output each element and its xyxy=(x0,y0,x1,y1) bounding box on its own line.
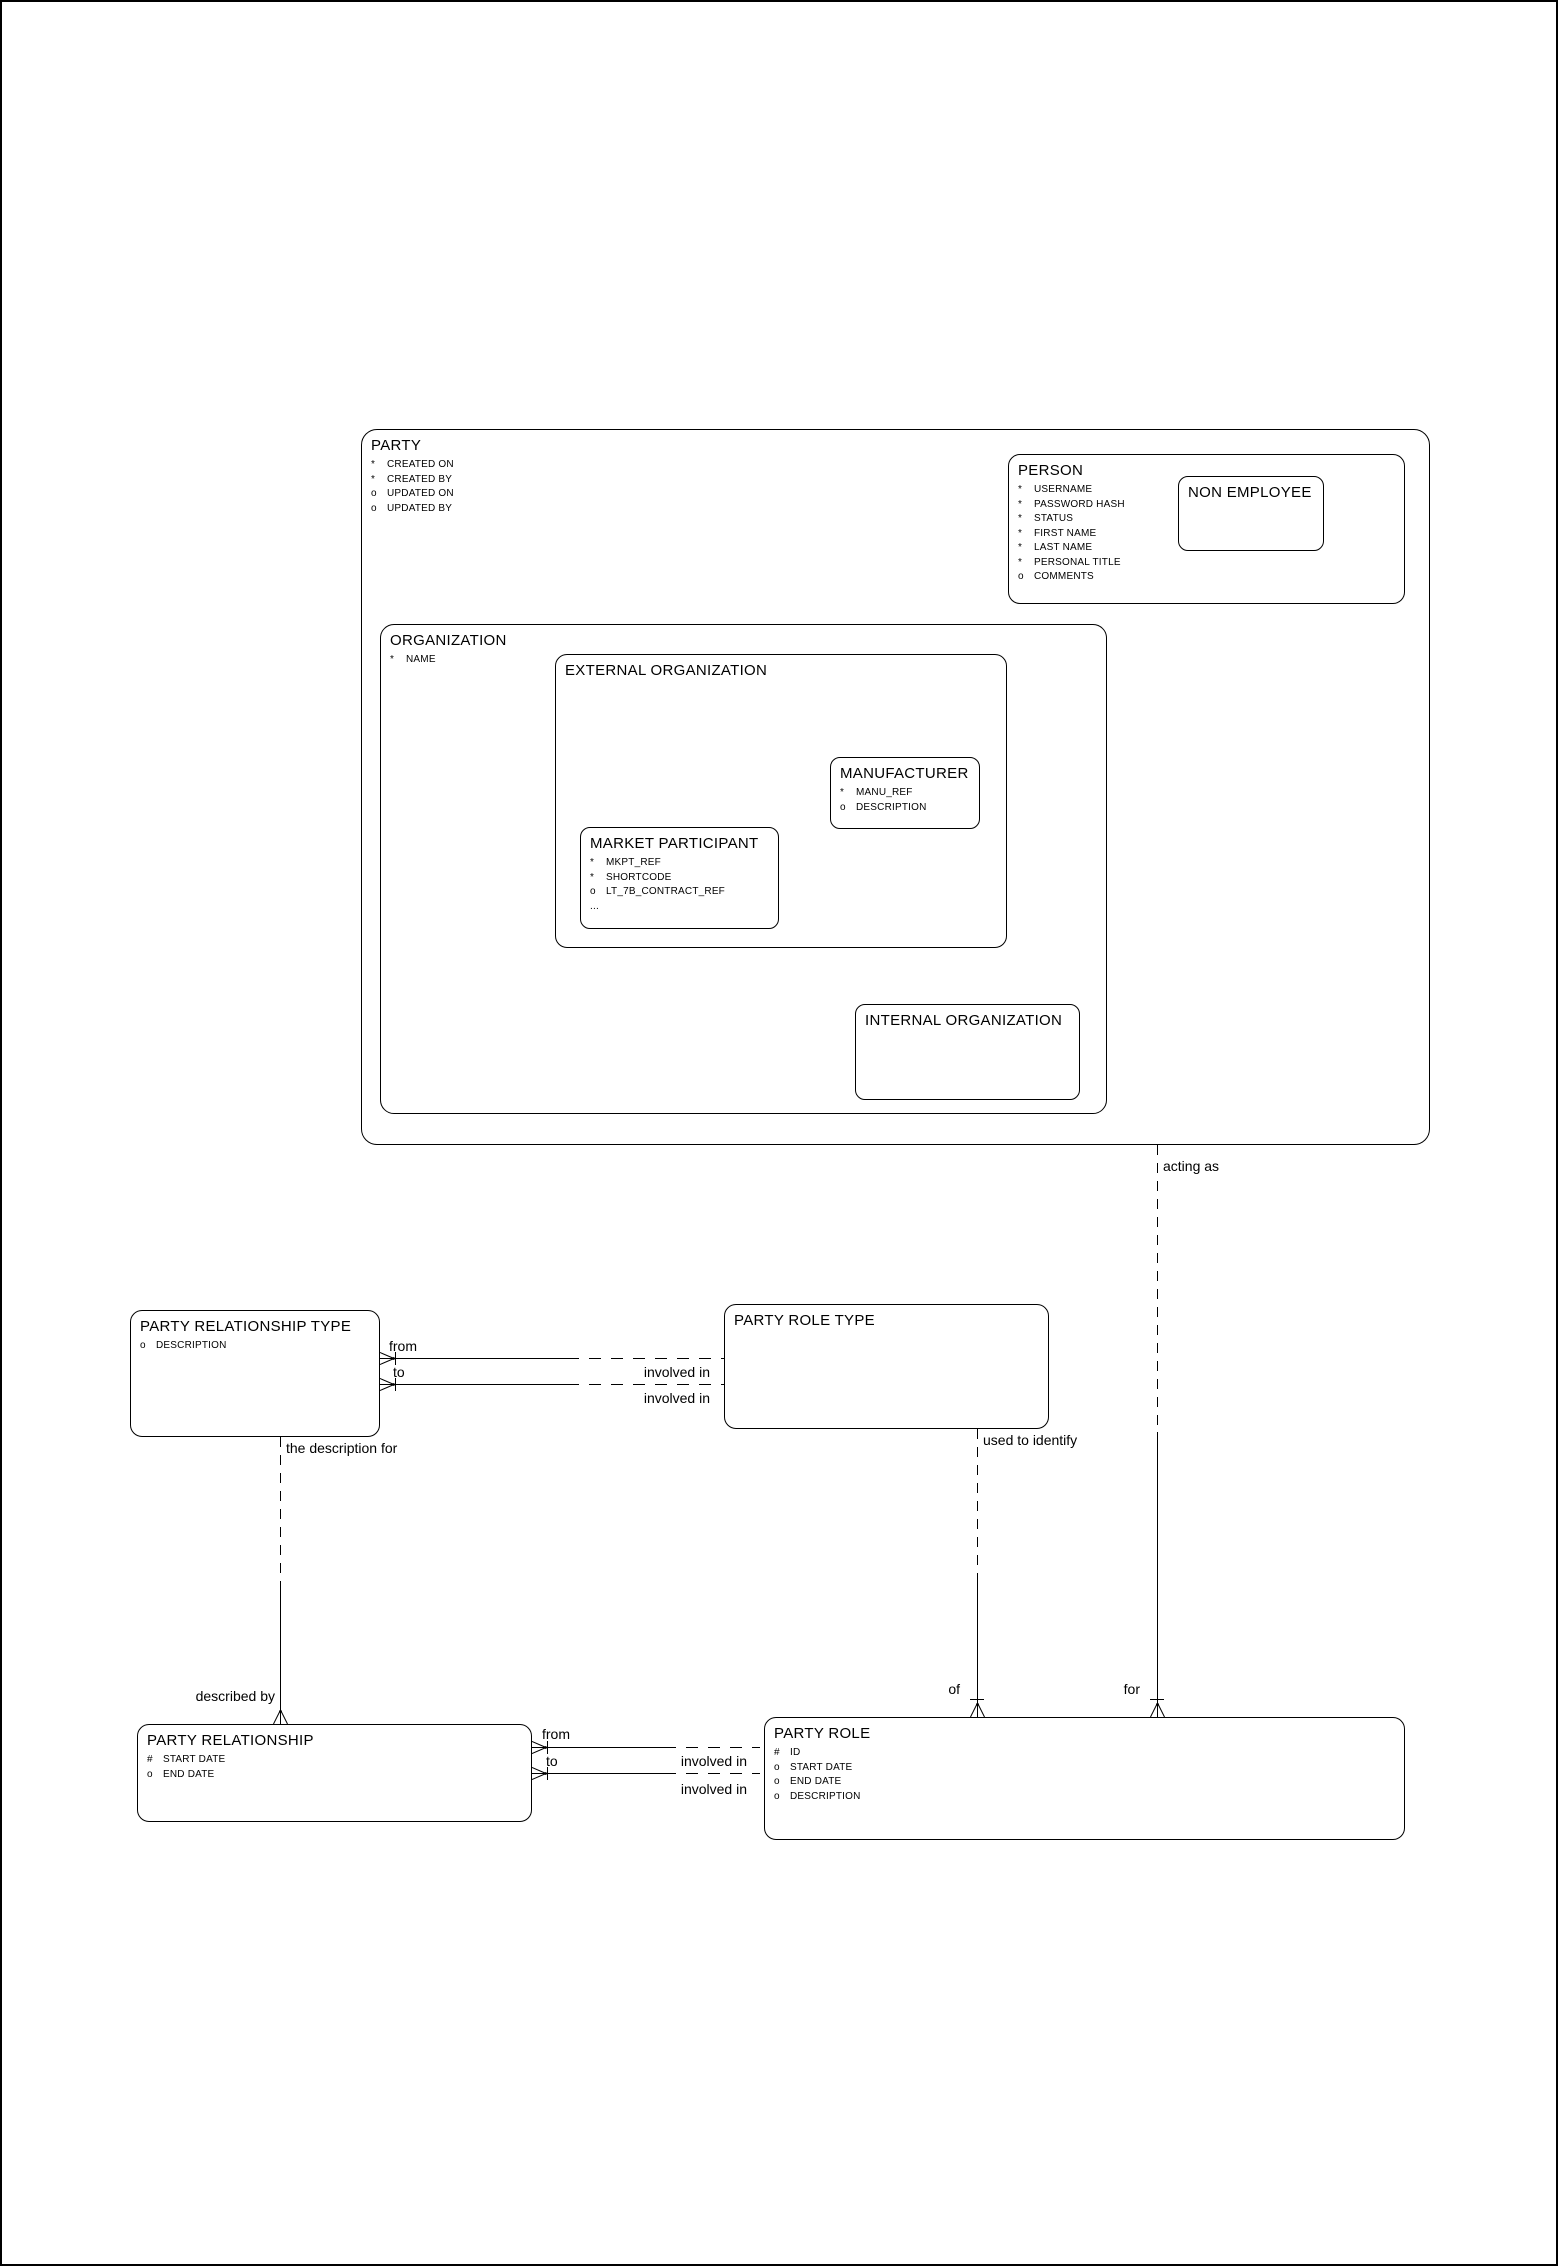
mandatory-tick-icon xyxy=(1150,1699,1164,1700)
relationship-label-to: to xyxy=(546,1753,558,1769)
relationship-type-to-line-solid[interactable] xyxy=(380,1384,567,1385)
attribute-row: *USERNAME xyxy=(1018,484,1093,495)
relationship-type-to-line-dashed[interactable] xyxy=(567,1384,724,1385)
relationship-rel-from-line-dashed[interactable] xyxy=(664,1747,760,1748)
attribute-list: *USERNAME *PASSWORD HASH *STATUS *FIRST NAM… xyxy=(1009,483,1404,585)
entity-title: ORGANIZATION xyxy=(390,632,507,649)
attribute-row: *STATUS xyxy=(1018,513,1074,524)
entity-title: MARKET PARTICIPANT xyxy=(590,835,759,852)
relationship-rel-to-line-dashed[interactable] xyxy=(664,1773,760,1774)
crows-foot-icon xyxy=(273,1709,288,1729)
entity-title: PARTY ROLE xyxy=(774,1725,871,1742)
entity-title: PARTY RELATIONSHIP TYPE xyxy=(140,1318,352,1335)
relationship-label-used-to-identify: used to identify xyxy=(983,1432,1078,1448)
relationship-label-involved-in: involved in xyxy=(643,1390,710,1406)
relationship-acting-line-dashed[interactable] xyxy=(1157,1145,1158,1432)
relationship-identify-line-dashed[interactable] xyxy=(977,1429,978,1575)
attribute-list: *NAME xyxy=(381,653,1106,668)
relationship-rel-from-line-solid[interactable] xyxy=(532,1747,664,1748)
relationship-label-from: from xyxy=(389,1338,417,1354)
attribute-row: *NAME xyxy=(390,654,436,665)
attribute-row: *MANU_REF xyxy=(840,787,913,798)
entity-party-role-type[interactable]: PARTY ROLE TYPE xyxy=(724,1304,1049,1429)
attribute-row: *PASSWORD HASH xyxy=(1018,498,1125,510)
relationship-acting-line-solid[interactable] xyxy=(1157,1432,1158,1717)
relationship-label-of: of xyxy=(948,1681,960,1697)
entity-title: PARTY xyxy=(371,437,422,454)
relationship-description-line-solid[interactable] xyxy=(280,1582,281,1724)
relationship-label-for: for xyxy=(1123,1681,1140,1697)
attribute-row: *CREATED ON xyxy=(371,459,454,470)
attribute-row: #ID xyxy=(774,1747,801,1758)
attribute-row: *SHORTCODE xyxy=(590,871,672,883)
entity-title: NON EMPLOYEE xyxy=(1188,484,1312,501)
relationship-description-line-dashed[interactable] xyxy=(280,1437,281,1582)
entity-title: PARTY ROLE TYPE xyxy=(734,1312,875,1329)
relationship-identify-line-solid[interactable] xyxy=(977,1575,978,1717)
entity-title: MANUFACTURER xyxy=(840,765,969,782)
attribute-row: *LAST NAME xyxy=(1018,542,1093,553)
relationship-label-to: to xyxy=(393,1364,405,1380)
mandatory-tick-icon xyxy=(395,1378,396,1391)
relationship-label-described-by: described by xyxy=(195,1688,275,1704)
relationship-label-from: from xyxy=(542,1726,570,1742)
entity-title: PARTY RELATIONSHIP xyxy=(147,1732,314,1749)
relationship-label-acting-as: acting as xyxy=(1163,1158,1220,1174)
crows-foot-icon xyxy=(379,1378,395,1396)
entity-non-employee[interactable]: NON EMPLOYEE xyxy=(1178,476,1324,551)
attribute-row: *MKPT_REF xyxy=(590,857,661,868)
crows-foot-icon xyxy=(379,1352,395,1370)
entity-title: EXTERNAL ORGANIZATION xyxy=(565,662,768,679)
attribute-row: #START DATE xyxy=(147,1754,226,1765)
crows-foot-icon xyxy=(531,1767,547,1785)
relationship-type-from-line-dashed[interactable] xyxy=(567,1358,724,1359)
relationship-label-involved-in: involved in xyxy=(680,1753,747,1769)
relationship-label-involved-in: involved in xyxy=(643,1364,710,1380)
attribute-row: ... xyxy=(590,900,599,912)
crows-foot-icon xyxy=(531,1741,547,1759)
attribute-row: *CREATED BY xyxy=(371,473,453,485)
crows-foot-icon xyxy=(1150,1702,1165,1722)
entity-title: PERSON xyxy=(1018,462,1084,479)
relationship-label-the-description-for: the description for xyxy=(286,1440,398,1456)
mandatory-tick-icon xyxy=(547,1767,548,1780)
entity-internal-organization[interactable]: INTERNAL ORGANIZATION xyxy=(855,1004,1080,1100)
relationship-label-involved-in: involved in xyxy=(680,1781,747,1797)
mandatory-tick-icon xyxy=(547,1741,548,1754)
attribute-row: *PERSONAL TITLE xyxy=(1018,556,1121,568)
entity-title: INTERNAL ORGANIZATION xyxy=(865,1012,1063,1029)
relationship-rel-to-line-solid[interactable] xyxy=(532,1773,664,1774)
relationship-type-from-line-solid[interactable] xyxy=(380,1358,567,1359)
crows-foot-icon xyxy=(970,1702,985,1722)
mandatory-tick-icon xyxy=(395,1352,396,1365)
attribute-row: *FIRST NAME xyxy=(1018,527,1097,539)
mandatory-tick-icon xyxy=(970,1699,984,1700)
